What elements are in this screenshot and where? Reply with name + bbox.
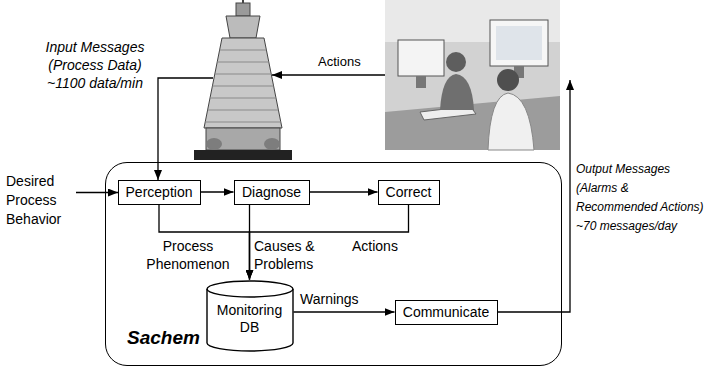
input-arrow bbox=[158, 78, 213, 180]
monitor bbox=[490, 20, 548, 66]
furnace-hopper bbox=[226, 16, 260, 38]
stripe bbox=[212, 86, 273, 87]
person-head bbox=[497, 69, 519, 91]
output-arrow bbox=[498, 80, 571, 312]
furnace-top bbox=[236, 3, 250, 16]
stripe bbox=[217, 62, 269, 63]
person-body bbox=[440, 74, 474, 110]
furnace-shaft bbox=[204, 38, 282, 128]
furnace-stripes bbox=[205, 50, 281, 122]
cylinder-rim bbox=[207, 289, 293, 297]
stripe bbox=[208, 110, 279, 111]
flow-connector bbox=[310, 191, 378, 192]
person-head bbox=[446, 52, 466, 72]
edge-label: Warnings bbox=[300, 290, 359, 308]
flow-connector bbox=[294, 311, 395, 312]
edge-label: Causes & Problems bbox=[254, 237, 340, 273]
edge-label: Actions bbox=[352, 237, 398, 255]
furnace-tuyere bbox=[206, 138, 222, 150]
furnace-tuyere bbox=[264, 138, 280, 150]
annotation: Input Messages (Process Data) ~1100 data… bbox=[40, 38, 150, 92]
monitor-stand bbox=[416, 76, 426, 88]
flow-connector bbox=[250, 205, 409, 280]
furnace-base bbox=[194, 150, 292, 160]
photo-ground bbox=[385, 0, 560, 150]
annotation: Output Messages (Alarms & Recommended Ac… bbox=[576, 160, 710, 236]
edge-label: Process Phenomenon bbox=[138, 237, 238, 273]
system-name: Sachem bbox=[127, 327, 200, 349]
flow-connector bbox=[201, 191, 234, 192]
node-text: Diagnose bbox=[242, 184, 301, 200]
node-text: Monitoring DB bbox=[206, 302, 294, 336]
stripe bbox=[205, 122, 281, 123]
stripe bbox=[210, 98, 276, 99]
monitor-screen bbox=[496, 26, 542, 60]
cylinder-body bbox=[207, 281, 293, 351]
monitor bbox=[398, 40, 444, 76]
annotation: Desired Process Behavior bbox=[6, 172, 76, 229]
stripe bbox=[220, 50, 267, 51]
annotation: Actions bbox=[318, 53, 361, 71]
database-cylinder: Monitoring DB bbox=[206, 280, 294, 352]
node-text: Communicate bbox=[403, 304, 489, 320]
process-box: Correct bbox=[378, 180, 440, 205]
operators-photo bbox=[385, 0, 560, 150]
process-box: Diagnose bbox=[234, 180, 310, 205]
desired-behavior-arrow bbox=[76, 192, 118, 193]
process-box: Perception bbox=[118, 180, 201, 205]
furnace-hearth bbox=[206, 128, 280, 150]
node-text: Correct bbox=[386, 184, 432, 200]
person-body bbox=[488, 93, 534, 150]
process-box: Communicate bbox=[395, 300, 498, 325]
actions-arrow bbox=[272, 74, 385, 75]
blast-furnace bbox=[194, 0, 292, 160]
stripe bbox=[215, 74, 271, 75]
node-text: Perception bbox=[126, 184, 193, 200]
